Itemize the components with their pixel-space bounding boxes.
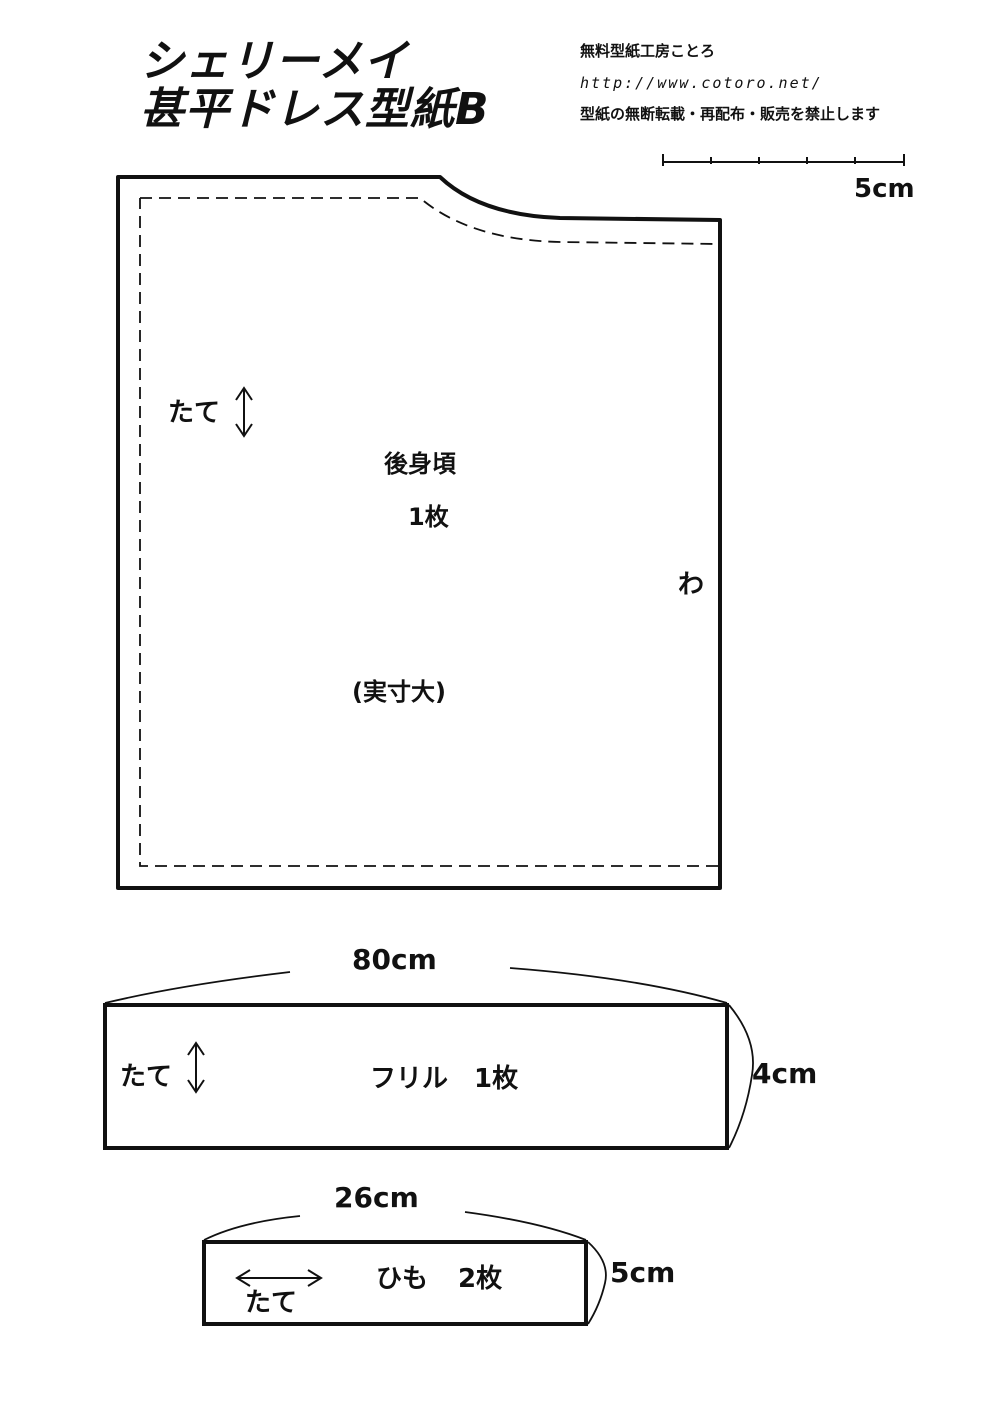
back-body-name: 後身頃 — [384, 450, 456, 478]
frill-width-label: 4cm — [752, 1057, 818, 1090]
back-body-cut-line — [116, 175, 722, 890]
tie-length-label: 26cm — [334, 1181, 419, 1214]
scale-label: 5cm — [854, 174, 915, 204]
credit-url[interactable]: http://www.cotoro.net/ — [580, 74, 823, 92]
frill-length-dimension — [104, 967, 728, 1004]
frill-grain-arrow — [187, 1041, 205, 1094]
tie-grain-arrow — [235, 1269, 323, 1287]
tie-name: ひも — [376, 1264, 429, 1294]
tie-length-dimension — [203, 1211, 587, 1241]
tie-outline — [202, 1240, 588, 1326]
back-body-scale-note: (実寸大) — [352, 678, 446, 706]
tie-width-dimension — [587, 1241, 607, 1325]
back-body-count: 1枚 — [408, 503, 449, 531]
frill-name: フリル — [370, 1064, 449, 1094]
frill-count: 1枚 — [474, 1064, 519, 1094]
frill-length-label: 80cm — [352, 943, 437, 976]
back-body-seam-line — [139, 197, 719, 867]
tie-grain-label: たて — [245, 1288, 298, 1318]
frill-grain-label: たて — [120, 1062, 173, 1092]
back-body-fold-label: わ — [678, 570, 705, 600]
frill-outline — [103, 1003, 729, 1150]
credit-notice: 型紙の無断転載・再配布・販売を禁止します — [580, 105, 881, 123]
back-body-piece — [116, 175, 722, 890]
back-body-grain-label: たて — [168, 398, 221, 428]
back-body-grain-arrow — [235, 386, 253, 438]
tie-count: 2枚 — [458, 1264, 503, 1294]
scale-bar — [662, 154, 905, 166]
tie-piece — [202, 1211, 607, 1326]
frill-width-dimension — [728, 1004, 754, 1149]
pattern-subtitle: 甚平ドレス型紙B — [140, 84, 490, 135]
frill-piece — [103, 967, 754, 1150]
pattern-title: シェリーメイ — [140, 36, 409, 87]
credit-name: 無料型紙工房ことろ — [580, 42, 716, 60]
tie-width-label: 5cm — [610, 1256, 676, 1289]
